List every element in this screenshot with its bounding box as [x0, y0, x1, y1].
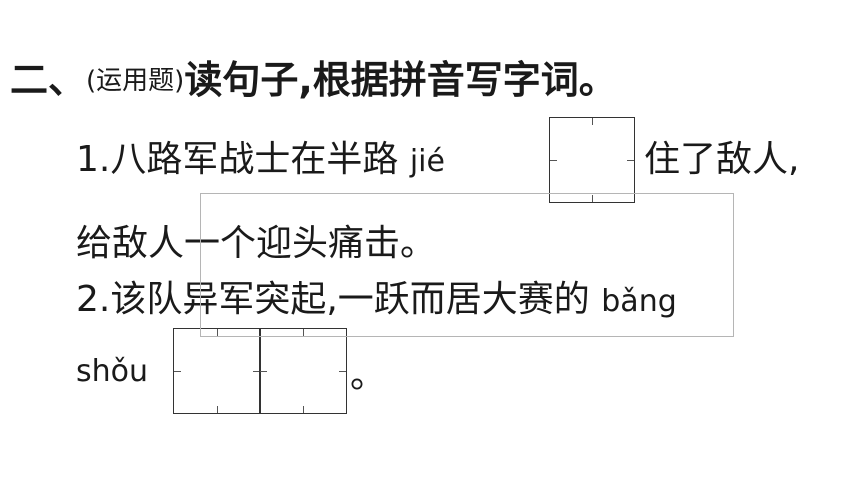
- question-2-text-before: 该队异军突起,一跃而居大赛的: [110, 279, 590, 320]
- question-2-number: 2.: [76, 279, 111, 320]
- question-2-end-punctuation: 。: [350, 355, 387, 396]
- question-1-text-after: 住了敌人,: [644, 139, 800, 180]
- section-number: 二、: [10, 58, 87, 102]
- answer-box-2b[interactable]: [259, 328, 347, 414]
- question-heading: 二、(运用题)读句子,根据拼音写字词。: [10, 58, 617, 103]
- question-category: (运用题): [86, 66, 185, 96]
- instruction-text: 读句子,根据拼音写字词。: [184, 58, 617, 102]
- question-2-line-1: 2.该队异军突起,一跃而居大赛的 bǎng: [76, 278, 677, 324]
- question-1-number: 1.: [76, 139, 111, 180]
- question-2-pinyin-part-1: bǎng: [601, 284, 677, 319]
- answer-box-1[interactable]: [549, 117, 635, 203]
- question-2-pinyin-part-2: shǒu: [76, 354, 149, 389]
- question-1-line-1: 1.八路军战士在半路 jié: [76, 138, 445, 184]
- answer-box-2a[interactable]: [173, 328, 261, 414]
- question-1-pinyin: jié: [409, 144, 445, 179]
- question-1-text-before: 八路军战士在半路: [110, 139, 399, 180]
- question-1-line-2: 给敌人一个迎头痛击。: [76, 223, 437, 264]
